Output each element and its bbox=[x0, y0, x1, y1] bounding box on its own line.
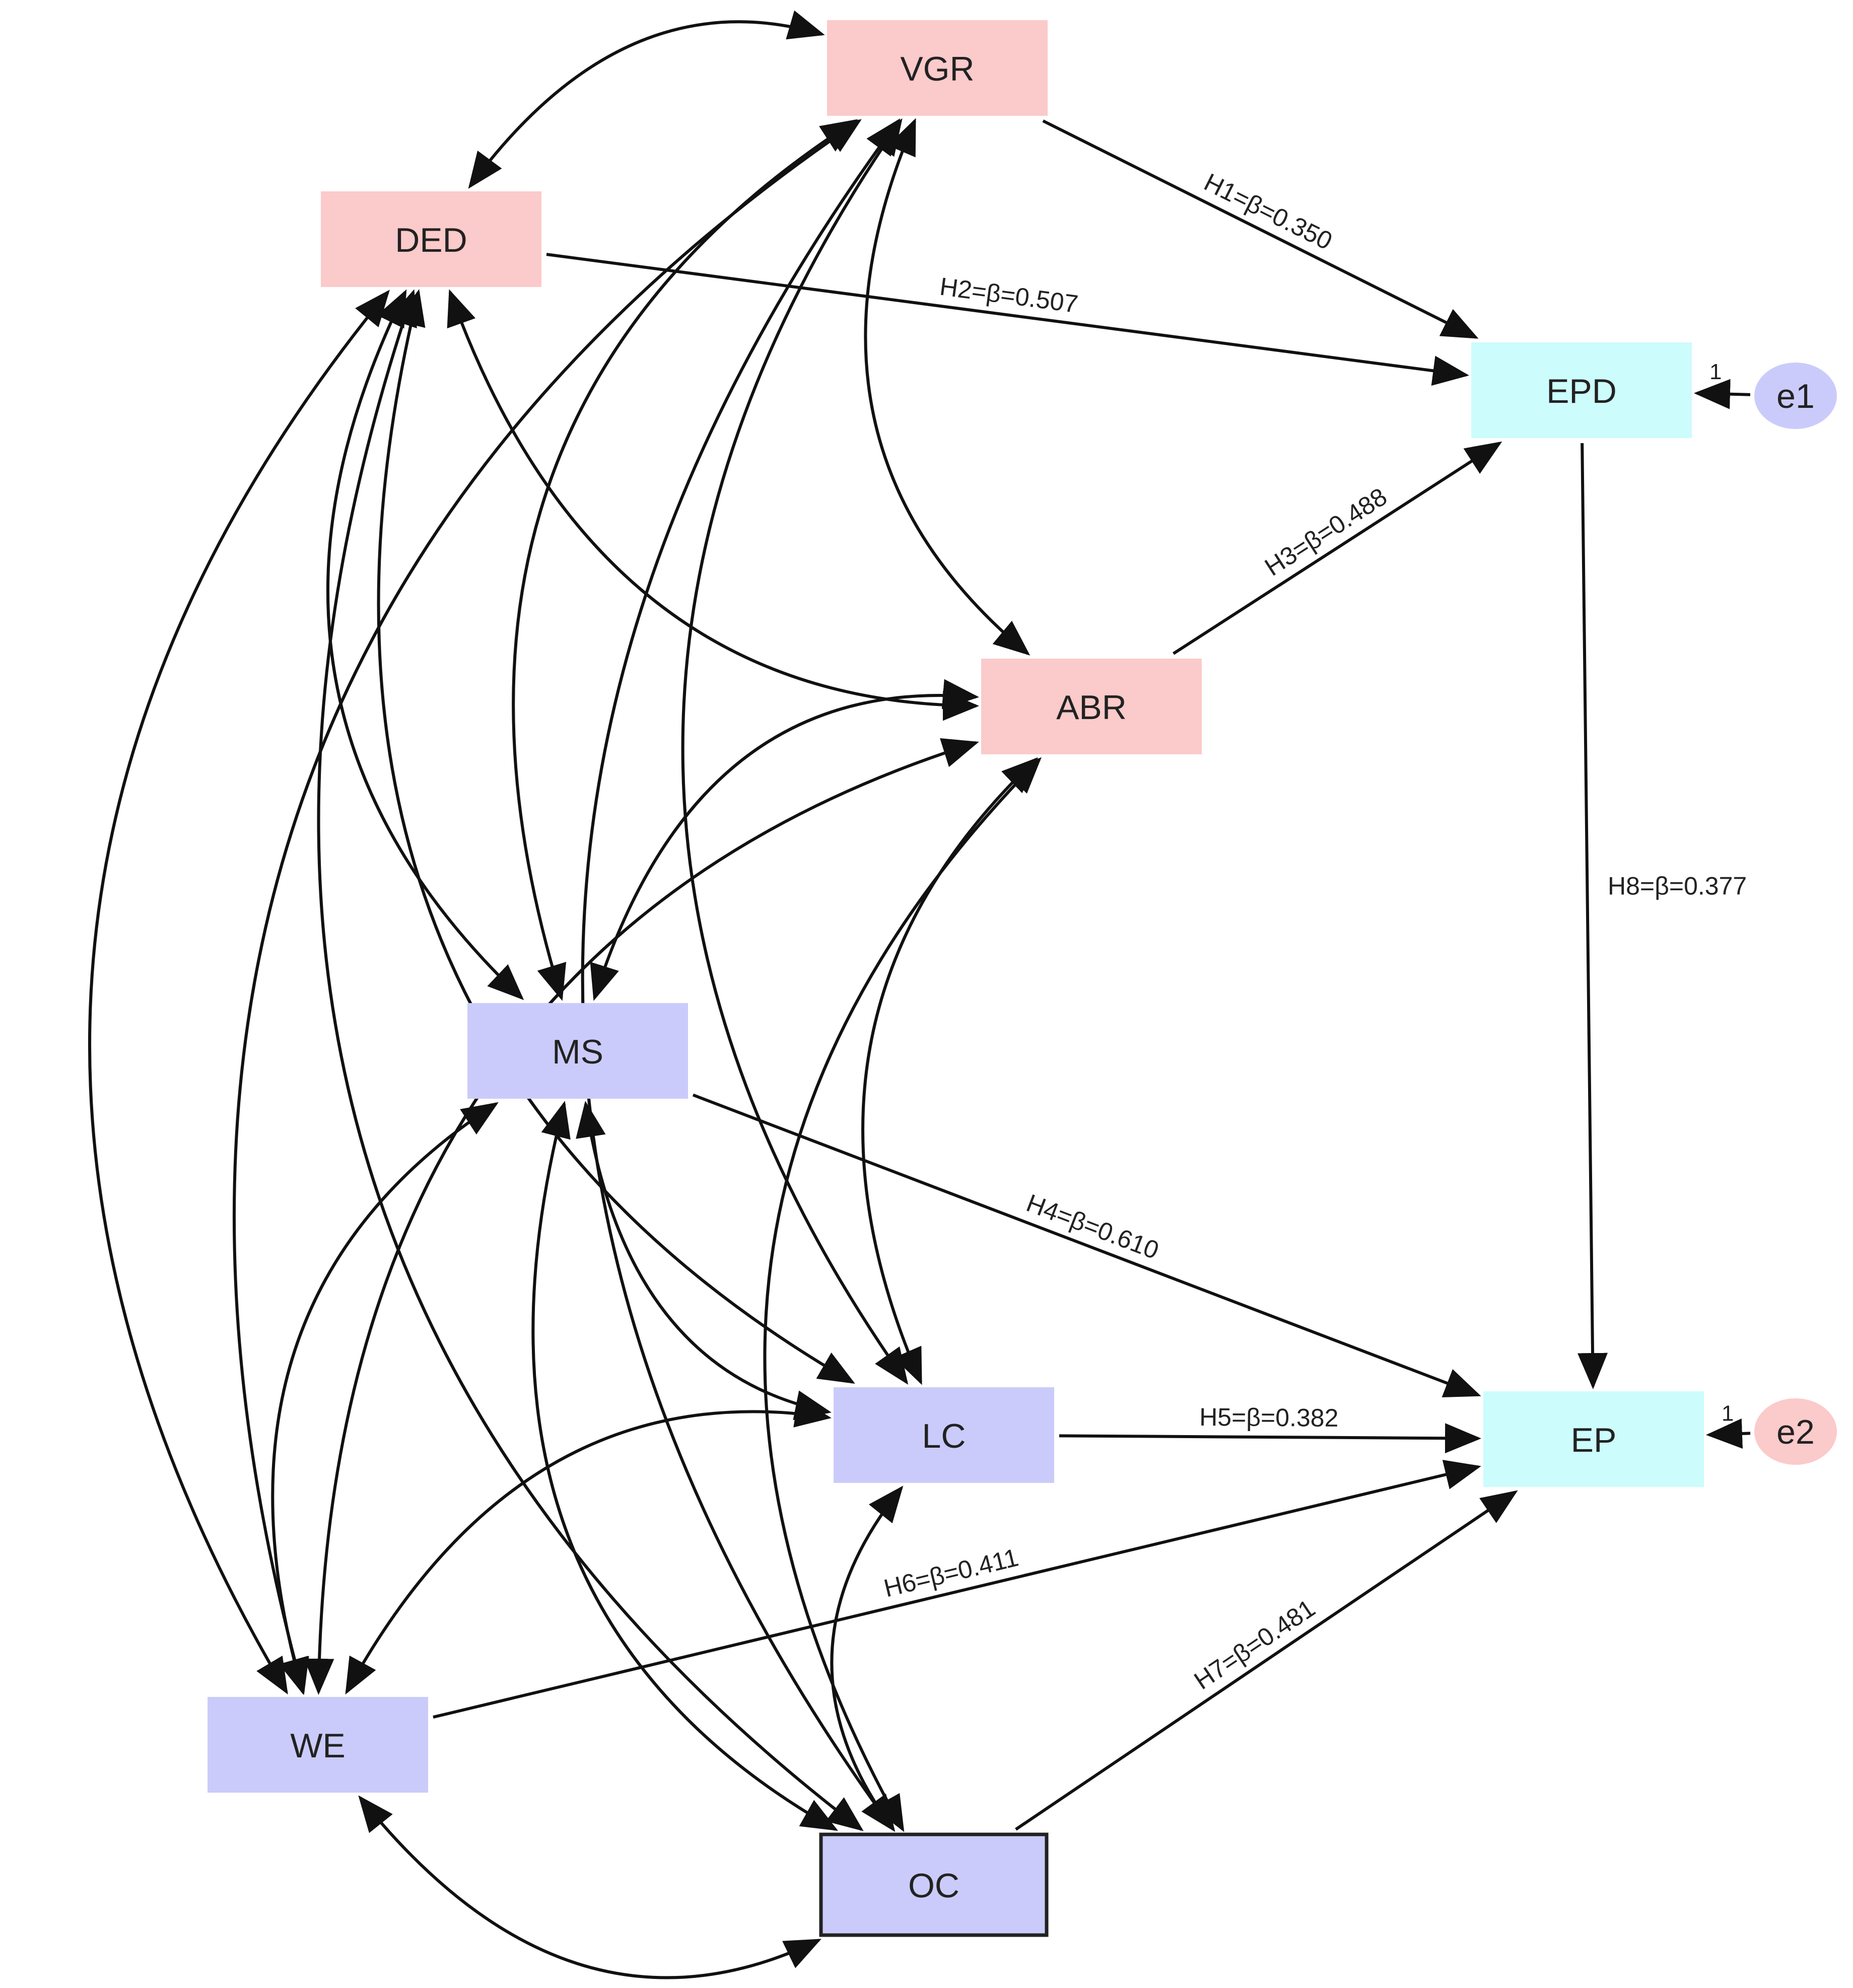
path-vgr-epd bbox=[1042, 119, 1479, 339]
error-path-e2-ep bbox=[1706, 1418, 1751, 1449]
path-ded-epd bbox=[546, 253, 1469, 386]
path-label-ms-ep: H4=β=0.610 bbox=[1022, 1189, 1162, 1265]
path-label-abr-epd: H3=β=0.488 bbox=[1260, 482, 1392, 582]
node-abr-box bbox=[981, 659, 1202, 754]
covariance-ded-we bbox=[88, 290, 390, 1695]
error-path-label-e1-epd: 1 bbox=[1709, 360, 1722, 384]
node-we[interactable]: WE bbox=[208, 1697, 428, 1793]
node-lc-box bbox=[834, 1387, 1054, 1483]
error-path-e1-epd bbox=[1694, 379, 1751, 409]
node-abr[interactable]: ABR bbox=[981, 659, 1202, 754]
path-we-ep bbox=[433, 1460, 1481, 1719]
covariance-we-oc bbox=[358, 1795, 821, 1979]
path-ms-ep bbox=[692, 1093, 1481, 1397]
covariance-abr-oc bbox=[763, 757, 1042, 1832]
covariance-vgr-lc bbox=[681, 118, 909, 1385]
node-lc[interactable]: LC bbox=[834, 1387, 1054, 1483]
covariance-vgr-abr bbox=[864, 118, 1031, 656]
node-ms-label: MS bbox=[552, 1033, 603, 1071]
node-oc-box bbox=[819, 1832, 1049, 1937]
node-we-label: WE bbox=[290, 1727, 346, 1765]
node-ded[interactable]: DED bbox=[321, 191, 541, 287]
node-ms-box bbox=[467, 1003, 688, 1099]
path-label-lc-ep: H5=β=0.382 bbox=[1199, 1403, 1339, 1432]
error-path-label-e2-ep: 1 bbox=[1722, 1401, 1734, 1426]
covariance-ded-abr bbox=[447, 289, 979, 721]
covariance-abr-lc bbox=[861, 757, 1038, 1385]
node-oc-label: OC bbox=[908, 1867, 959, 1905]
path-label-epd-ep: H8=β=0.377 bbox=[1608, 872, 1747, 900]
variables: VGR DED ABR MS LC WE OC EPD bbox=[208, 20, 1837, 1937]
node-vgr-box bbox=[827, 20, 1048, 116]
node-e2-shape bbox=[1754, 1398, 1837, 1465]
covariance-vgr-ded bbox=[468, 10, 825, 189]
node-ep-box bbox=[1483, 1391, 1704, 1487]
node-abr-label: ABR bbox=[1056, 688, 1127, 727]
node-lc-label: LC bbox=[922, 1417, 966, 1455]
path-abr-epd bbox=[1173, 441, 1502, 655]
node-ep[interactable]: EP bbox=[1483, 1391, 1704, 1487]
node-e2[interactable]: e2 bbox=[1754, 1398, 1837, 1465]
node-ded-box bbox=[321, 191, 541, 287]
node-ded-label: DED bbox=[395, 221, 467, 259]
node-we-box bbox=[208, 1697, 428, 1793]
covariance-abr-we bbox=[304, 738, 979, 1695]
node-ms[interactable]: MS bbox=[467, 1003, 688, 1099]
path-oc-ep bbox=[1015, 1490, 1518, 1831]
node-epd-box bbox=[1471, 342, 1692, 438]
path-label-oc-ep: H7=β=0.481 bbox=[1189, 1594, 1320, 1695]
covariance-lc-we bbox=[345, 1397, 832, 1695]
node-vgr[interactable]: VGR bbox=[827, 20, 1048, 116]
node-oc[interactable]: OC bbox=[819, 1832, 1049, 1937]
node-e1[interactable]: e1 bbox=[1754, 363, 1837, 429]
path-label-ded-epd: H2=β=0.507 bbox=[938, 272, 1080, 319]
node-e2-label: e2 bbox=[1776, 1413, 1815, 1451]
node-ep-label: EP bbox=[1571, 1421, 1617, 1459]
node-e1-label: e1 bbox=[1776, 377, 1815, 415]
node-e1-shape bbox=[1754, 363, 1837, 429]
covariance-ms-we bbox=[271, 1102, 499, 1695]
covariance-ms-lc bbox=[576, 1101, 832, 1421]
node-epd-label: EPD bbox=[1546, 372, 1617, 410]
covariance-abr-ms bbox=[590, 679, 979, 1001]
path-label-vgr-epd: H1=β=0.350 bbox=[1200, 168, 1337, 255]
path-epd-ep bbox=[1577, 443, 1608, 1389]
covariance-lc-oc bbox=[830, 1485, 904, 1832]
node-vgr-label: VGR bbox=[900, 50, 974, 88]
node-epd[interactable]: EPD bbox=[1471, 342, 1692, 438]
covariance-vgr-ms bbox=[512, 119, 858, 1001]
path-lc-ep bbox=[1059, 1423, 1481, 1454]
